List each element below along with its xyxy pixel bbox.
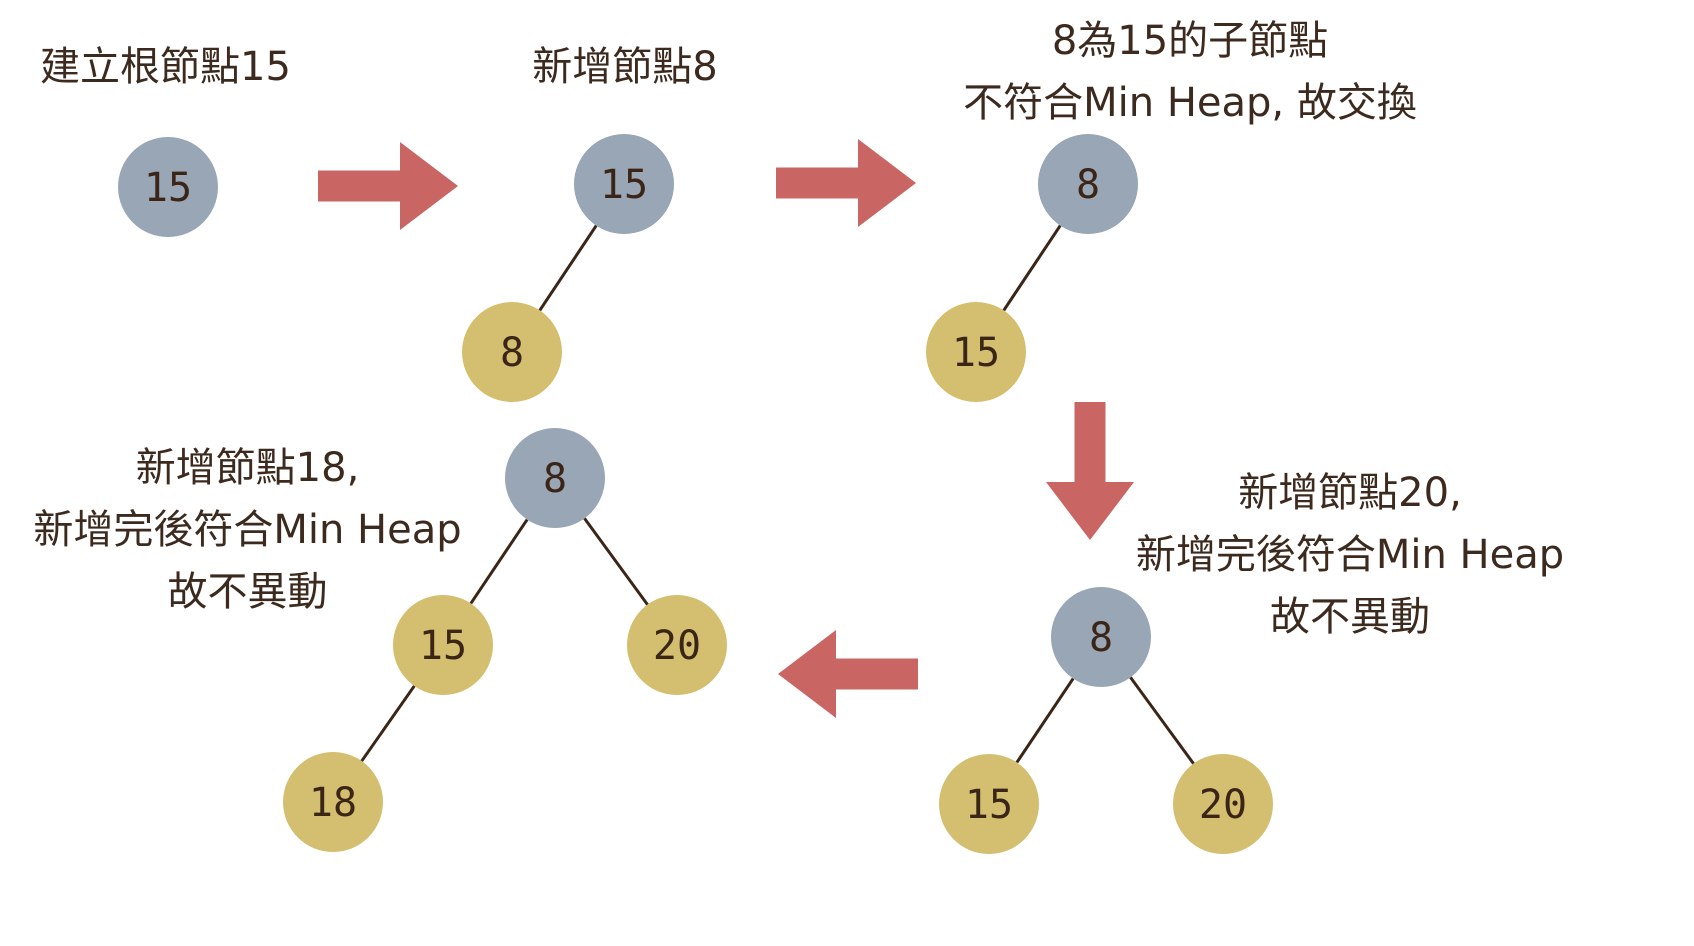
node-circle bbox=[283, 752, 383, 852]
step-5-caption-line-2: 新增完後符合Min Heap bbox=[33, 507, 462, 553]
step-5-node-8: 8 bbox=[505, 428, 605, 528]
node-circle bbox=[462, 302, 562, 402]
node-label: 20 bbox=[653, 623, 701, 669]
step-5-edge-2 bbox=[583, 517, 649, 606]
node-circle bbox=[393, 595, 493, 695]
step-arrow-3 bbox=[1046, 402, 1134, 540]
step-arrow-4 bbox=[778, 630, 918, 718]
node-circle bbox=[1051, 587, 1151, 687]
step-4-node-8: 8 bbox=[1051, 587, 1151, 687]
step-3-caption: 8為15的子節點 不符合Min Heap, 故交換 bbox=[945, 10, 1435, 134]
step-2-caption-line-1: 新增節點8 bbox=[532, 44, 718, 90]
step-5-node-15: 15 bbox=[393, 595, 493, 695]
step-2-caption: 新增節點8 bbox=[525, 36, 725, 98]
step-arrow-2 bbox=[776, 139, 916, 227]
node-label: 15 bbox=[965, 782, 1013, 828]
step-4-caption: 新增節點20, 新增完後符合Min Heap 故不異動 bbox=[1130, 462, 1570, 648]
step-1-node-15: 15 bbox=[118, 137, 218, 237]
step-3-edge-1 bbox=[1002, 224, 1062, 312]
node-label: 8 bbox=[500, 330, 524, 376]
node-circle bbox=[627, 595, 727, 695]
node-circle bbox=[574, 134, 674, 234]
step-5-edge-1 bbox=[469, 518, 529, 605]
step-4-caption-line-2: 新增完後符合Min Heap bbox=[1135, 532, 1565, 578]
node-label: 15 bbox=[600, 162, 648, 208]
node-circle bbox=[505, 428, 605, 528]
step-4-node-20: 20 bbox=[1173, 754, 1273, 854]
node-label: 15 bbox=[419, 623, 467, 669]
step-1-caption: 建立根節點15 bbox=[40, 36, 291, 98]
step-2-node-8: 8 bbox=[462, 302, 562, 402]
node-label: 15 bbox=[144, 165, 192, 211]
node-label: 8 bbox=[543, 456, 567, 502]
node-circle bbox=[926, 302, 1026, 402]
step-2-node-15: 15 bbox=[574, 134, 674, 234]
step-2-edge-1 bbox=[538, 224, 598, 312]
step-3-node-15: 15 bbox=[926, 302, 1026, 402]
step-3-node-8: 8 bbox=[1038, 134, 1138, 234]
step-4-edge-1 bbox=[1015, 677, 1075, 764]
step-3-caption-line-1: 8為15的子節點 bbox=[1051, 18, 1329, 64]
node-label: 18 bbox=[309, 780, 357, 826]
step-1-caption-line-1: 建立根節點15 bbox=[40, 44, 291, 90]
node-label: 15 bbox=[952, 330, 1000, 376]
node-circle bbox=[118, 137, 218, 237]
node-label: 8 bbox=[1089, 615, 1113, 661]
step-3-caption-line-2: 不符合Min Heap, 故交換 bbox=[963, 80, 1417, 126]
step-5-node-20: 20 bbox=[627, 595, 727, 695]
step-5-edge-3 bbox=[360, 685, 416, 762]
step-5-caption: 新增節點18, 新增完後符合Min Heap 故不異動 bbox=[25, 437, 470, 623]
node-label: 8 bbox=[1076, 162, 1100, 208]
step-arrow-1 bbox=[318, 142, 458, 230]
step-5-node-18: 18 bbox=[283, 752, 383, 852]
step-4-node-15: 15 bbox=[939, 754, 1039, 854]
step-5-caption-line-3: 故不異動 bbox=[167, 569, 328, 615]
node-circle bbox=[1038, 134, 1138, 234]
step-5-caption-line-1: 新增節點18, bbox=[135, 445, 360, 491]
step-4-edge-2 bbox=[1129, 676, 1195, 765]
node-circle bbox=[1173, 754, 1273, 854]
node-label: 20 bbox=[1199, 782, 1247, 828]
step-4-caption-line-3: 故不異動 bbox=[1270, 594, 1430, 640]
step-4-caption-line-1: 新增節點20, bbox=[1238, 470, 1462, 516]
node-circle bbox=[939, 754, 1039, 854]
